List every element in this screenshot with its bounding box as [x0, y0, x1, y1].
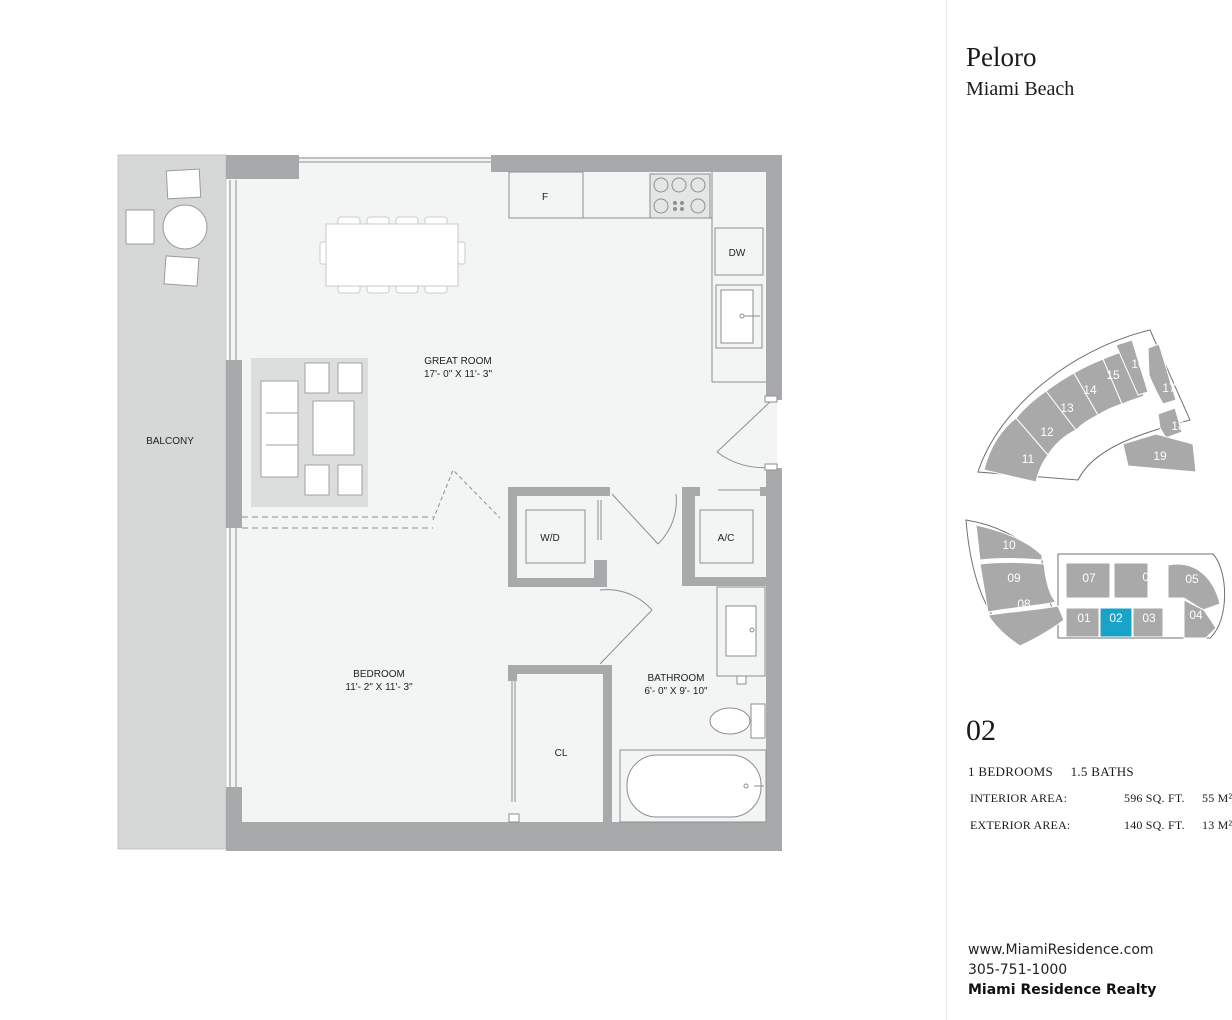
exterior-walls — [226, 155, 782, 851]
bedroom-size: 11'- 2" X 11'- 3" — [345, 682, 413, 693]
keyplan-unit-label-19: 19 — [1153, 449, 1167, 463]
keyplan-unit-label-05: 05 — [1185, 572, 1199, 586]
website-link[interactable]: www.MiamiResidence.com — [968, 942, 1154, 958]
keyplan-unit-label-08: 08 — [1017, 597, 1031, 611]
bedrooms-count: 1 BEDROOMS — [968, 764, 1053, 779]
keyplan-unit-16[interactable] — [1115, 339, 1149, 396]
dishwasher-label: DW — [729, 248, 746, 259]
interior-area-label: INTERIOR AREA: — [970, 791, 1068, 805]
keyplan-unit-label-11: 11 — [1022, 452, 1035, 466]
building-city: Miami Beach — [966, 78, 1075, 100]
unit-number: 02 — [966, 714, 996, 747]
keyplan-unit-01[interactable] — [1065, 607, 1100, 638]
keyplan-unit-19[interactable] — [1122, 433, 1197, 473]
keyplan-unit-label-03: 03 — [1142, 611, 1156, 625]
ac-label: A/C — [718, 533, 735, 544]
closet-door — [508, 681, 520, 823]
keyplan-unit-label-15: 15 — [1106, 368, 1120, 382]
balcony-furniture — [125, 168, 208, 287]
bathroom-size: 6'- 0" X 9'- 10" — [644, 686, 708, 697]
bed-bath-summary: 1 BEDROOMS 1.5 BATHS — [968, 764, 1148, 780]
keyplan-unit-10[interactable] — [975, 524, 1043, 561]
bathroom-label: BATHROOM — [647, 673, 704, 684]
fridge-label: F — [542, 192, 548, 203]
utility-boxes — [525, 509, 754, 564]
building-key-plan: 11 12 13 14 15 16 17 18 19 10 09 08 07 06 05 01 02 03 04 — [965, 329, 1226, 647]
keyplan-unit-04[interactable] — [1183, 599, 1217, 639]
keyplan-unit-label-12: 12 — [1040, 425, 1054, 439]
keyplan-unit-label-09: 09 — [1007, 571, 1021, 585]
keyplan-unit-09[interactable] — [979, 562, 1057, 613]
keyplan-unit-18[interactable] — [1157, 407, 1183, 439]
dining-table — [319, 216, 466, 294]
phone-number[interactable]: 305-751-1000 — [968, 962, 1068, 978]
keyplan-unit-label-02: 02 — [1109, 611, 1123, 625]
keyplan-unit-label-17: 17 — [1162, 381, 1176, 395]
floor-plan: BALCONY GREAT ROOM 17'- 0" X 11'- 3" BED… — [117, 154, 782, 851]
baths-count: 1.5 BATHS — [1070, 764, 1134, 779]
company-name: Miami Residence Realty — [968, 982, 1157, 998]
exterior-area-m2: 13 M² — [1202, 818, 1232, 832]
interior-area-m2: 55 M² — [1202, 791, 1232, 805]
entry-door — [716, 395, 778, 471]
great-room-label: GREAT ROOM — [424, 356, 491, 367]
keyplan-unit-03[interactable] — [1132, 607, 1164, 638]
bedroom-label: BEDROOM — [353, 669, 405, 680]
keyplan-unit-17[interactable] — [1147, 343, 1177, 405]
interior-walls — [508, 487, 766, 825]
keyplan-unit-06[interactable] — [1113, 562, 1149, 599]
keyplan-unit-08[interactable] — [987, 605, 1065, 647]
closet-label: CL — [555, 748, 568, 759]
keyplan-unit-label-07: 07 — [1082, 571, 1096, 585]
exterior-area-label: EXTERIOR AREA: — [970, 818, 1071, 832]
keyplan-unit-label-10: 10 — [1002, 538, 1016, 552]
interior-area-sqft: 596 SQ. FT. — [1124, 791, 1185, 805]
kitchen — [508, 171, 766, 383]
living-furniture — [260, 362, 363, 496]
bathroom-fixtures — [619, 586, 767, 823]
glass-walls — [229, 157, 491, 787]
exterior-area-sqft: 140 SQ. FT. — [1124, 818, 1185, 832]
interior-doors — [242, 469, 760, 665]
keyplan-unit-label-01: 01 — [1077, 611, 1091, 625]
keyplan-unit-label-14: 14 — [1083, 383, 1097, 397]
keyplan-unit-label-04: 04 — [1189, 608, 1203, 622]
keyplan-unit-label-06: 06 — [1142, 570, 1156, 584]
building-name: Peloro — [966, 42, 1037, 72]
balcony-label: BALCONY — [146, 436, 194, 447]
keyplan-unit-label-18: 18 — [1171, 419, 1185, 433]
keyplan-unit-label-13: 13 — [1060, 401, 1074, 415]
great-room-size: 17'- 0" X 11'- 3" — [424, 369, 492, 380]
keyplan-unit-02[interactable] — [1099, 607, 1133, 638]
washer-dryer-label: W/D — [540, 533, 559, 544]
panel-divider — [946, 0, 947, 1020]
keyplan-unit-label-16: 16 — [1131, 357, 1145, 371]
keyplan-unit-05[interactable] — [1167, 563, 1221, 611]
keyplan-unit-07[interactable] — [1065, 562, 1111, 599]
